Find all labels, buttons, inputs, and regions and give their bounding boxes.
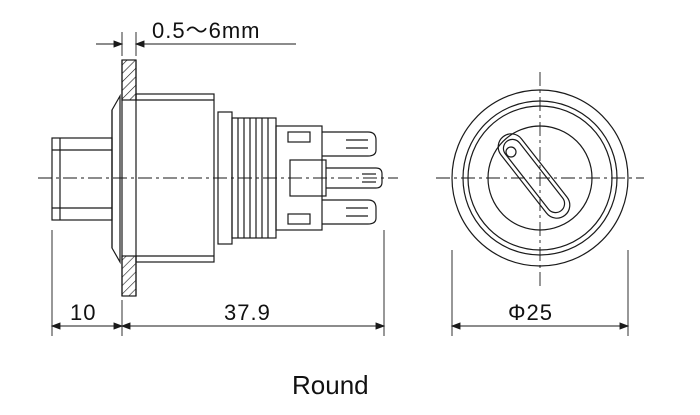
actuator-length-dimension bbox=[50, 230, 124, 336]
switch-block bbox=[217, 111, 327, 245]
mounting-panel bbox=[121, 59, 137, 101]
caption: Round bbox=[292, 370, 369, 400]
inner-ring bbox=[467, 105, 613, 251]
front-bezel bbox=[111, 93, 121, 265]
outer-ring bbox=[451, 89, 629, 267]
key-actuator bbox=[51, 137, 113, 221]
front-view bbox=[436, 72, 644, 336]
mounting-panel-lower bbox=[121, 255, 137, 297]
terminals bbox=[322, 131, 383, 225]
actuator-length-label: 10 bbox=[70, 300, 96, 325]
side-view bbox=[38, 32, 398, 336]
bezel-ring bbox=[462, 100, 618, 256]
panel-thickness-label: 0.5～6mm bbox=[152, 18, 260, 43]
key-dot bbox=[505, 146, 517, 158]
key-face bbox=[487, 125, 593, 231]
diameter-dimension bbox=[450, 250, 630, 336]
diameter-label: Φ25 bbox=[508, 300, 553, 325]
body-length-dimension bbox=[120, 230, 386, 336]
body-length-label: 37.9 bbox=[224, 300, 271, 325]
panel-thickness-dimension bbox=[96, 32, 296, 56]
switch-body bbox=[135, 93, 215, 263]
key-slot bbox=[497, 133, 571, 219]
